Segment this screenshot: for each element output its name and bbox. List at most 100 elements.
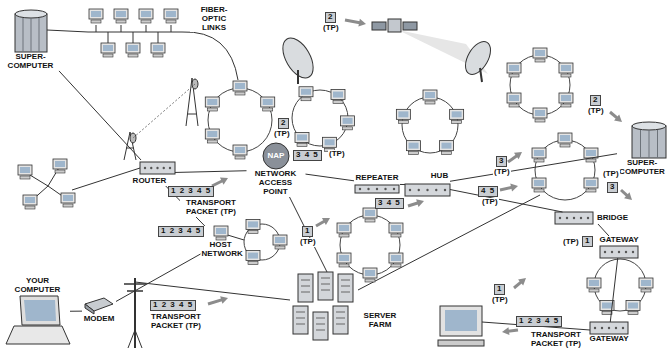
supercomputer <box>23 18 24 52</box>
server-farm <box>336 324 345 325</box>
nap-circle <box>263 143 289 169</box>
computer-monitor <box>299 87 313 97</box>
supercomputer <box>632 126 666 158</box>
computer-monitor <box>261 97 275 107</box>
packet-number: 1 <box>494 284 505 295</box>
network-device-icon <box>376 188 378 190</box>
computer-screen <box>409 143 419 149</box>
computer-screen <box>365 270 375 276</box>
computer-screen <box>586 150 596 156</box>
computer-keyboard <box>141 20 151 23</box>
computer-monitor <box>337 253 351 263</box>
network-node: YOUR COMPUTER <box>6 277 70 346</box>
computer-monitor <box>323 137 337 147</box>
satellite-link <box>297 70 299 84</box>
computer-monitor <box>389 253 403 263</box>
network-node: ROUTER <box>131 160 175 186</box>
computer-keyboard <box>248 230 258 233</box>
computer-monitor <box>584 148 598 158</box>
computer-monitor <box>341 116 355 126</box>
laptop <box>20 296 60 325</box>
server-farm <box>293 272 353 340</box>
computer-screen <box>534 180 544 186</box>
server-farm <box>296 318 305 319</box>
satellite-link <box>403 22 417 30</box>
computer-monitor <box>246 251 260 261</box>
network-link <box>610 258 617 322</box>
computer-keyboard <box>116 20 126 23</box>
computer-keyboard <box>365 219 375 222</box>
network-device-icon <box>555 212 593 224</box>
computer-screen <box>589 280 599 286</box>
bus-network <box>89 9 178 57</box>
satellite-link <box>277 33 320 83</box>
server-farm <box>336 312 345 313</box>
packet-arrow <box>208 19 632 335</box>
computer-monitor <box>507 63 521 73</box>
computer-monitor <box>559 63 573 73</box>
network-device-icon <box>359 188 361 190</box>
network-node: HOST NETWORK <box>201 226 242 259</box>
bus-network <box>158 32 159 43</box>
network-link <box>450 154 617 182</box>
computer-monitor <box>584 178 598 188</box>
computer-keyboard <box>333 101 343 104</box>
packet-number: 1 <box>302 226 313 237</box>
supercomputer <box>15 14 47 52</box>
computer-keyboard <box>535 59 545 62</box>
device-label: REPEATER <box>354 174 400 183</box>
computer-keyboard <box>509 104 519 107</box>
computer-screen <box>55 161 65 167</box>
packet-arrowhead <box>510 184 518 192</box>
network-link <box>59 71 141 160</box>
satellite-link <box>372 22 386 30</box>
packet-arrowhead <box>614 114 622 122</box>
packet-arrowhead <box>220 178 228 185</box>
packet-number: 3 4 5 <box>293 150 322 161</box>
antenna-tower <box>124 78 198 160</box>
computer-keyboard <box>534 189 544 192</box>
wire <box>47 30 590 330</box>
packet-number: 1 2 3 4 5 <box>158 226 204 237</box>
server-farm <box>341 286 350 287</box>
device-label: ROUTER <box>131 177 168 186</box>
packet-arrowhead <box>220 296 228 304</box>
packet-number: 1 <box>582 236 593 247</box>
desktop-computer <box>438 306 484 346</box>
computer-keyboard <box>560 144 570 147</box>
laptop <box>6 296 70 344</box>
callout-text: TRANSPORT PACKET (TP) <box>145 313 207 331</box>
server-farm <box>301 286 310 287</box>
network-device-icon <box>618 251 620 253</box>
computer-monitor <box>363 268 377 278</box>
packet-arrowhead <box>624 192 632 200</box>
computer-keyboard <box>561 74 571 77</box>
server-farm <box>316 318 325 319</box>
network-device-icon <box>587 217 589 219</box>
computer-keyboard <box>409 152 419 155</box>
computer-keyboard <box>153 54 163 57</box>
device-label: SERVER FARM <box>360 312 400 330</box>
bus-network <box>108 32 109 43</box>
computer-keyboard <box>535 119 545 122</box>
computer-screen <box>235 147 245 153</box>
computer-screen <box>235 83 245 89</box>
bus-network <box>146 25 147 32</box>
computer-monitor <box>233 81 247 91</box>
computer-keyboard <box>425 101 435 104</box>
server-farm <box>318 272 333 300</box>
computer-screen <box>248 253 258 259</box>
computer-monitor <box>337 223 351 233</box>
server-farm <box>321 290 330 291</box>
network-node: SERVER FARM <box>290 272 401 346</box>
computer-screen <box>275 237 285 243</box>
server-farm <box>296 312 305 313</box>
device-label: YOUR COMPUTER <box>13 277 63 295</box>
packet-number: 2 <box>590 95 601 106</box>
device-label: MODEM <box>82 315 116 324</box>
modem <box>85 298 113 314</box>
computer-monitor <box>61 193 75 203</box>
computer-keyboard <box>235 156 245 159</box>
supercomputer <box>657 130 658 158</box>
computer-monitor <box>164 9 178 19</box>
